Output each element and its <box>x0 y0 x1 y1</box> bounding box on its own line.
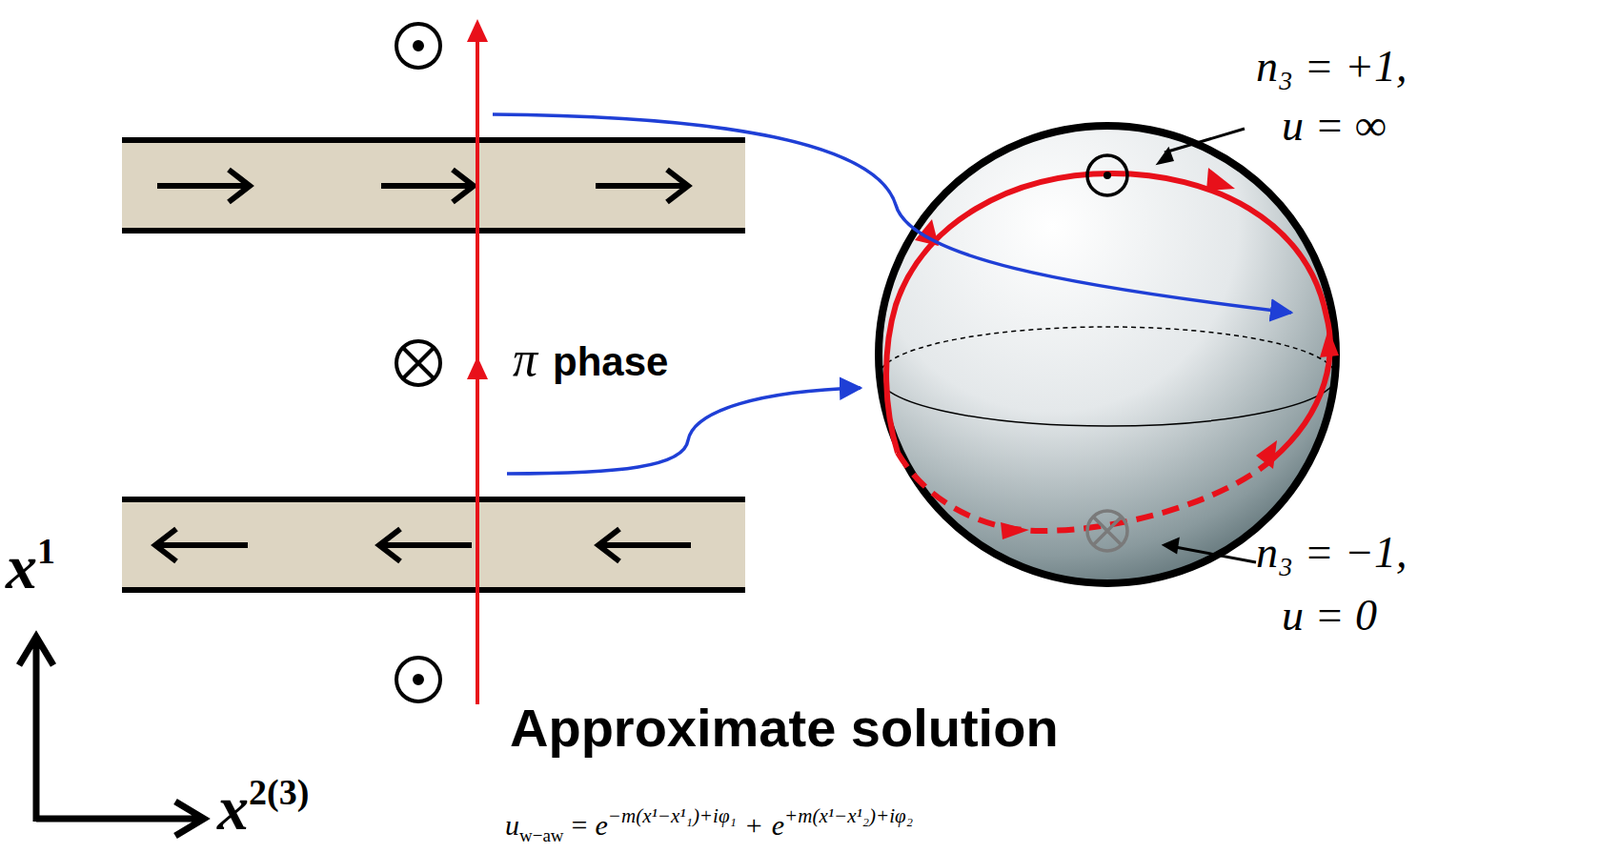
red-path-line <box>466 19 488 705</box>
axis-label: x2(3) <box>217 769 309 846</box>
field-symbols <box>396 23 441 702</box>
phase-label: π <box>512 329 538 389</box>
spin-arrows <box>155 169 691 562</box>
pole-symbols <box>1087 155 1128 551</box>
pole-label: n₃ = +1, <box>1255 40 1408 93</box>
solution-heading: Approximate solution <box>509 695 1059 760</box>
axis-label: 1 <box>37 529 56 574</box>
loop-arrowheads <box>914 167 1339 540</box>
solution-formula: +m(x¹−x¹₂)+iφ₂ <box>784 804 913 829</box>
pole-label: n₃ = +1, <box>1255 40 1408 93</box>
solution-formula: e <box>771 808 785 843</box>
axis-label: x <box>217 769 249 846</box>
solution-formula: −m(x¹−x¹₁)+iφ₁ <box>607 804 737 829</box>
solution-formula: u <box>505 808 520 843</box>
phase-label: πphase <box>512 329 669 389</box>
solution-formula: + <box>746 808 763 843</box>
pole-label: n₃ = −1, <box>1255 526 1408 579</box>
axes <box>19 636 204 836</box>
solution-formula: w−aw <box>519 825 565 848</box>
sphere-loop <box>886 173 1331 531</box>
solution-formula: = <box>571 808 588 843</box>
pole-label: u = 0 <box>1281 588 1378 642</box>
target-sphere <box>878 125 1337 584</box>
phase-label: phase <box>552 338 669 386</box>
leader-lines <box>1158 128 1256 563</box>
anti-domain-wall-band <box>121 499 746 590</box>
solution-heading: Approximate solution <box>509 695 1059 760</box>
axis-label: x1 <box>5 528 56 605</box>
mapping-curves <box>492 114 1292 474</box>
solution-formula: uw−aw=e−m(x¹−x¹₁)+iφ₁+e+m(x¹−x¹₂)+iφ₂ <box>505 808 913 843</box>
axis-label: x <box>5 528 38 605</box>
domain-wall-band <box>121 140 746 231</box>
pole-label: u = ∞ <box>1281 99 1387 152</box>
pole-label: n₃ = −1, <box>1255 526 1408 579</box>
solution-formula: e <box>595 808 608 843</box>
pole-label: u = 0 <box>1281 588 1378 642</box>
pole-label: u = ∞ <box>1281 99 1387 152</box>
axis-label: 2(3) <box>248 770 309 815</box>
